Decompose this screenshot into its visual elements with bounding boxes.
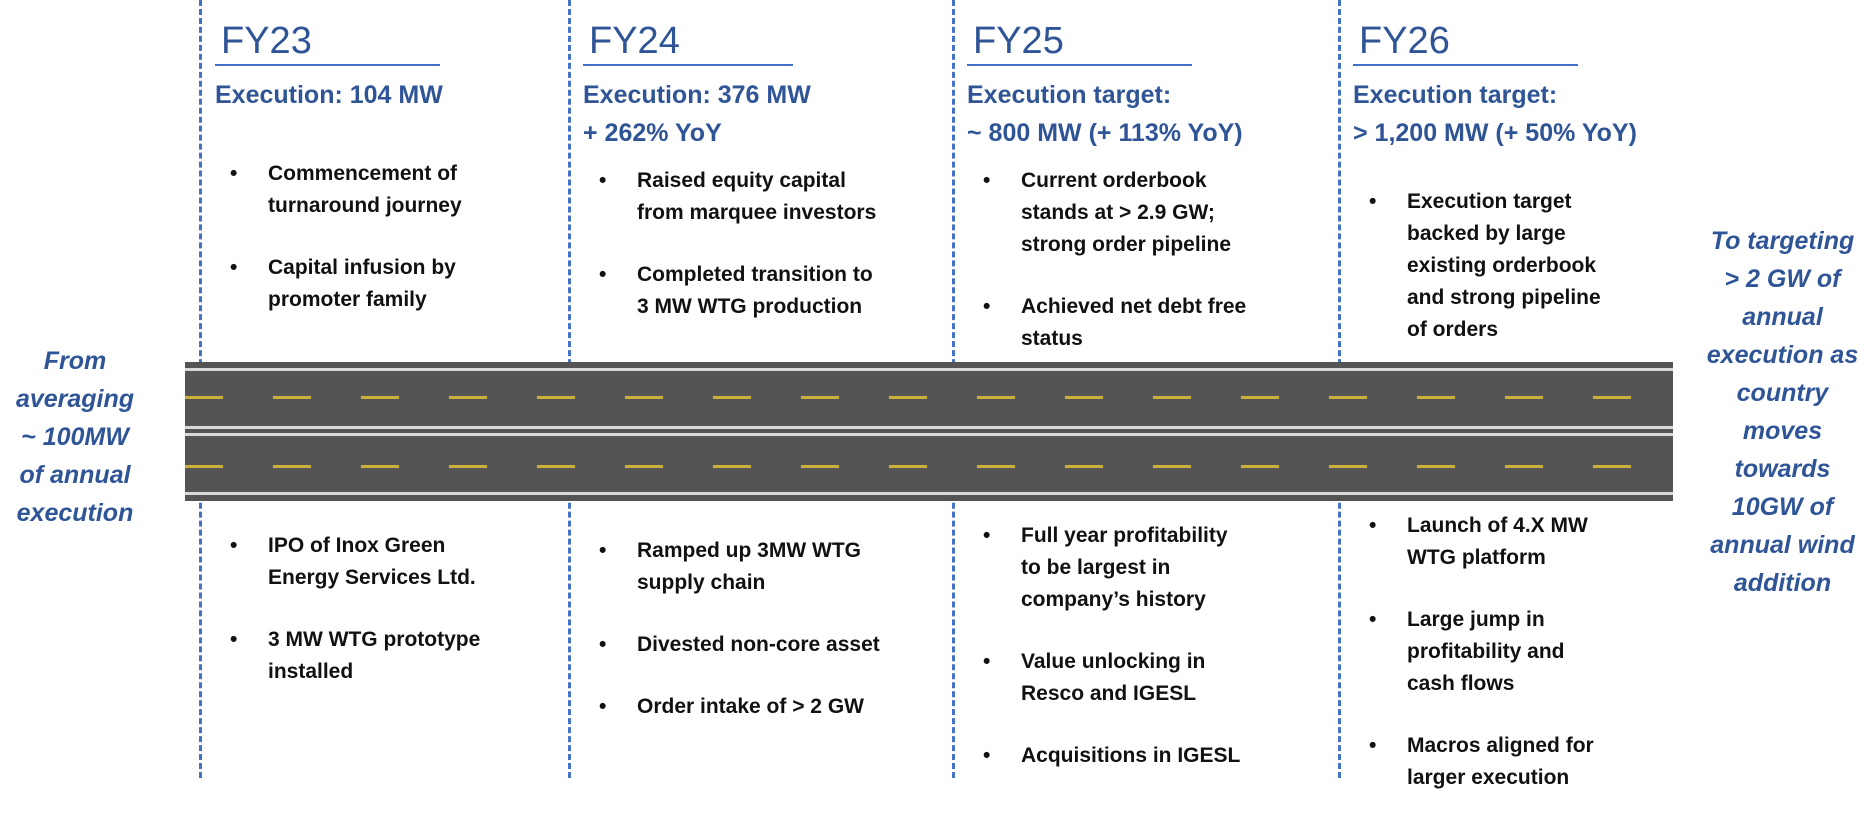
execution-headline: Execution target: ~ 800 MW (+ 113% YoY) xyxy=(967,81,1243,147)
list-item: Achieved net debt free status xyxy=(975,291,1325,355)
year-heading: FY24 xyxy=(583,20,793,66)
top-bullet-list: Execution target backed by large existin… xyxy=(1361,186,1681,376)
year-heading: FY26 xyxy=(1353,20,1578,66)
column-fy23: FY23 Execution: 104 MW xyxy=(215,20,443,114)
list-item: IPO of Inox Green Energy Services Ltd. xyxy=(222,530,542,594)
list-item: Completed transition to 3 MW WTG product… xyxy=(591,259,941,323)
list-item: Acquisitions in IGESL xyxy=(975,740,1325,772)
left-summary-text: From averaging ~ 100MW of annual executi… xyxy=(15,347,135,527)
list-item: Current orderbook stands at > 2.9 GW; st… xyxy=(975,165,1325,261)
list-item: Full year profitability to be largest in… xyxy=(975,520,1325,616)
top-bullet-list: Commencement of turnaround journey Capit… xyxy=(222,158,522,346)
list-item: Macros aligned for larger execution xyxy=(1361,730,1681,794)
list-item: Commencement of turnaround journey xyxy=(222,158,522,222)
right-summary-text: To targeting > 2 GW of annual execution … xyxy=(1706,227,1859,597)
year-heading: FY25 xyxy=(967,20,1192,66)
top-bullet-list: Current orderbook stands at > 2.9 GW; st… xyxy=(975,165,1325,385)
list-item: Launch of 4.X MW WTG platform xyxy=(1361,510,1681,574)
road-median-line xyxy=(185,433,1673,436)
bottom-bullet-list: Launch of 4.X MW WTG platform Large jump… xyxy=(1361,510,1681,824)
list-item: Divested non-core asset xyxy=(591,629,941,661)
column-fy24: FY24 Execution: 376 MW + 262% YoY xyxy=(583,20,811,152)
execution-headline: Execution: 104 MW xyxy=(215,81,443,109)
list-item: Raised equity capital from marquee inves… xyxy=(591,165,941,229)
bottom-bullet-list: Full year profitability to be largest in… xyxy=(975,520,1325,802)
column-fy26: FY26 Execution target: > 1,200 MW (+ 50%… xyxy=(1353,20,1637,152)
list-item: Large jump in profitability and cash flo… xyxy=(1361,604,1681,700)
list-item: Execution target backed by large existin… xyxy=(1361,186,1681,346)
top-bullet-list: Raised equity capital from marquee inves… xyxy=(591,165,941,353)
list-item: Ramped up 3MW WTG supply chain xyxy=(591,535,941,599)
road-edge-line xyxy=(185,492,1673,495)
bottom-bullet-list: Ramped up 3MW WTG supply chain Divested … xyxy=(591,535,941,753)
list-item: 3 MW WTG prototype installed xyxy=(222,624,542,688)
execution-headline: Execution target: > 1,200 MW (+ 50% YoY) xyxy=(1353,81,1637,147)
column-fy25: FY25 Execution target: ~ 800 MW (+ 113% … xyxy=(967,20,1243,152)
road-edge-line xyxy=(185,368,1673,371)
lane-marking xyxy=(185,465,1673,468)
year-heading: FY23 xyxy=(215,20,440,66)
road-graphic xyxy=(185,362,1673,501)
lane-marking xyxy=(185,396,1673,399)
list-item: Order intake of > 2 GW xyxy=(591,691,941,723)
bottom-bullet-list: IPO of Inox Green Energy Services Ltd. 3… xyxy=(222,530,542,718)
list-item: Value unlocking in Resco and IGESL xyxy=(975,646,1325,710)
execution-headline: Execution: 376 MW + 262% YoY xyxy=(583,81,811,147)
road-median-line xyxy=(185,426,1673,429)
list-item: Capital infusion by promoter family xyxy=(222,252,522,316)
